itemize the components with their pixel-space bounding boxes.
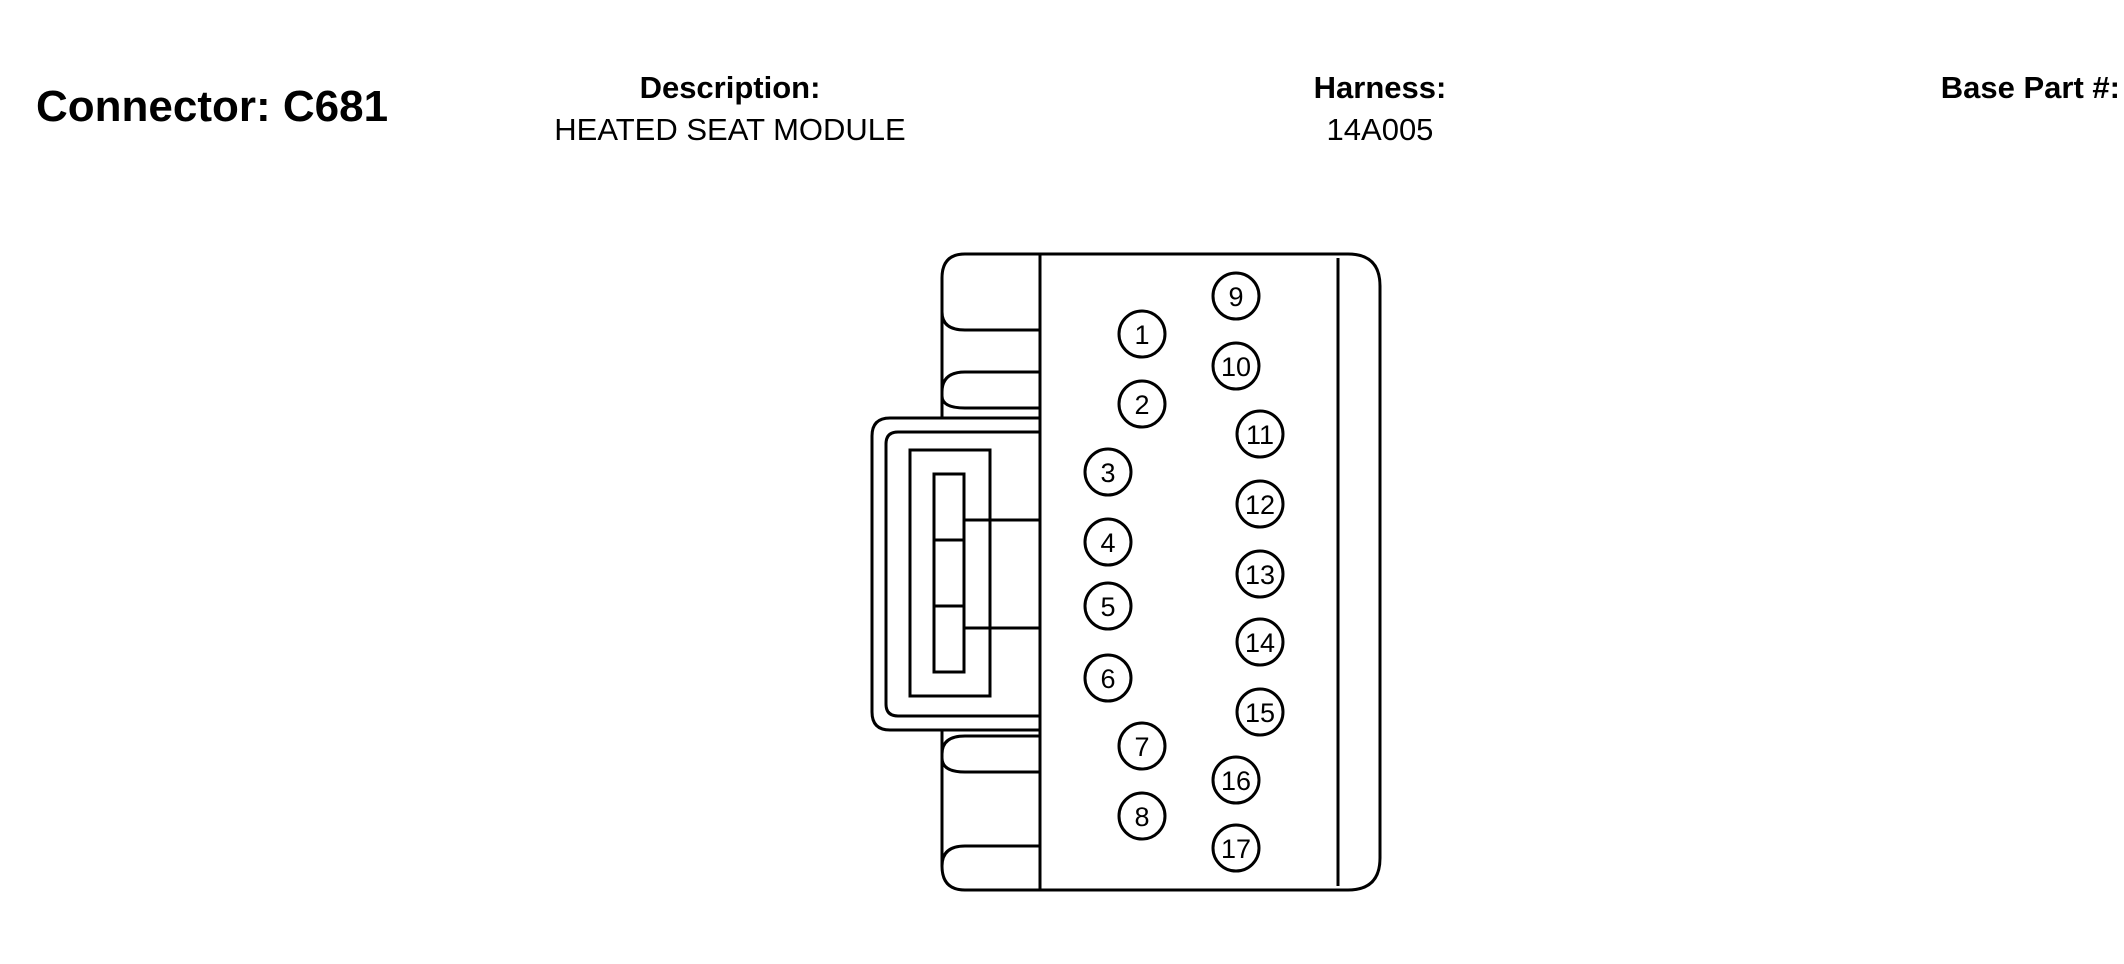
harness-block: Harness: 14A005 <box>1220 70 1540 148</box>
pin-cavity <box>1083 517 1133 567</box>
pin-6: 6 <box>1083 653 1133 703</box>
connector-latch <box>870 416 1042 732</box>
pin-number: 3 <box>1100 458 1115 488</box>
pin-7: 7 <box>1117 721 1167 771</box>
pin-number: 15 <box>1245 698 1275 728</box>
pin-17: 17 <box>1211 823 1261 873</box>
pin-cavity <box>1211 341 1261 391</box>
pin-cavity <box>1211 755 1261 805</box>
pin-cavity <box>1235 687 1285 737</box>
pin-number: 1 <box>1134 320 1149 350</box>
pin-5: 5 <box>1083 581 1133 631</box>
pin-number: 17 <box>1221 834 1251 864</box>
pin-number: 12 <box>1245 490 1275 520</box>
pin-4: 4 <box>1083 517 1133 567</box>
pin-cavity <box>1117 309 1167 359</box>
pin-number: 9 <box>1228 282 1243 312</box>
pin-number: 5 <box>1100 592 1115 622</box>
pin-9: 9 <box>1211 271 1261 321</box>
pin-cavity <box>1235 617 1285 667</box>
pin-cavity <box>1117 379 1167 429</box>
pin-cavity <box>1083 447 1133 497</box>
pin-number: 8 <box>1134 802 1149 832</box>
pin-cavity <box>1211 271 1261 321</box>
base-part-block: Base Part #: <box>1860 70 2120 106</box>
connector-title: Connector: C681 <box>36 82 389 131</box>
pin-16: 16 <box>1211 755 1261 805</box>
pin-3: 3 <box>1083 447 1133 497</box>
pin-cavity <box>1117 721 1167 771</box>
pin-number: 6 <box>1100 664 1115 694</box>
pin-10: 10 <box>1211 341 1261 391</box>
pin-number: 7 <box>1134 732 1149 762</box>
pin-cavity <box>1117 791 1167 841</box>
pin-14: 14 <box>1235 617 1285 667</box>
pin-number: 16 <box>1221 766 1251 796</box>
description-block: Description: HEATED SEAT MODULE <box>520 70 940 148</box>
pin-1: 1 <box>1117 309 1167 359</box>
pin-number: 11 <box>1246 420 1274 450</box>
pin-cavity <box>1235 479 1285 529</box>
pin-number: 14 <box>1245 628 1275 658</box>
pin-2: 2 <box>1117 379 1167 429</box>
pin-number: 2 <box>1134 390 1149 420</box>
pin-number: 13 <box>1245 560 1275 590</box>
pin-cavity <box>1235 409 1285 459</box>
description-value: HEATED SEAT MODULE <box>554 112 906 147</box>
pin-number: 4 <box>1100 528 1115 558</box>
pin-cavity <box>1083 653 1133 703</box>
harness-label: Harness: <box>1313 70 1447 105</box>
base-part-label: Base Part #: <box>1940 70 2120 105</box>
pin-11: 11 <box>1235 409 1285 459</box>
pin-number: 10 <box>1221 352 1251 382</box>
pin-8: 8 <box>1117 791 1167 841</box>
harness-value: 14A005 <box>1326 112 1434 147</box>
pin-15: 15 <box>1235 687 1285 737</box>
description-label: Description: <box>639 70 821 105</box>
pin-cavity <box>1083 581 1133 631</box>
pin-12: 12 <box>1235 479 1285 529</box>
pin-cavity <box>1211 823 1261 873</box>
pin-13: 13 <box>1235 549 1285 599</box>
pin-cavity <box>1235 549 1285 599</box>
connector-face <box>1038 252 1382 892</box>
